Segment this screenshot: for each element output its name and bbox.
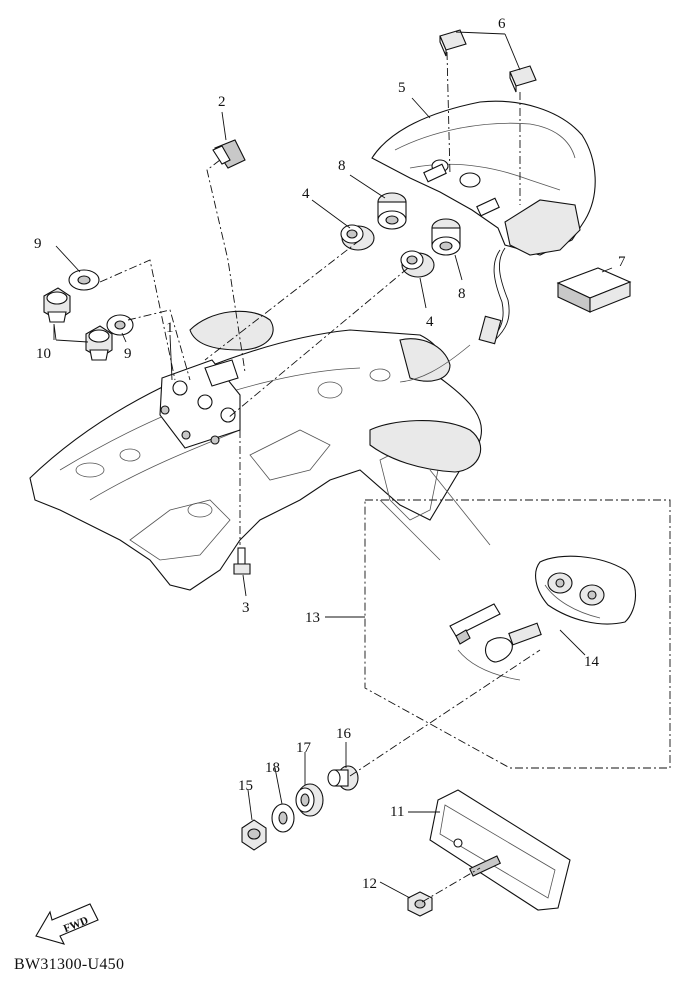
callout-14: 14: [584, 654, 600, 670]
callout-8-upper: 8: [338, 158, 346, 174]
collar-lower: [431, 218, 461, 256]
callout-6: 6: [498, 16, 506, 32]
nut-part-12: [407, 891, 433, 917]
callout-5: 5: [398, 80, 406, 96]
clip-part: [212, 139, 246, 169]
bolt-part: [233, 547, 251, 575]
callout-numbers: 1 2 3 4 4 5 6 7 8 8 9 9 10 11 12 13 14 1…: [34, 16, 626, 892]
callout-4-lower: 4: [426, 314, 434, 330]
grommet-lower: [400, 250, 435, 278]
callout-8-lower: 8: [458, 286, 466, 302]
callout-12: 12: [362, 876, 377, 892]
tail-light-housing: [371, 100, 596, 256]
callout-9-upper: 9: [34, 236, 42, 252]
callout-7: 7: [618, 254, 626, 270]
washer-18: [271, 803, 295, 833]
callout-10: 10: [36, 346, 51, 362]
fwd-arrow: FWD: [35, 903, 99, 945]
callout-3: 3: [242, 600, 250, 616]
callout-11: 11: [390, 804, 404, 820]
collar-upper: [377, 192, 407, 230]
callout-17: 17: [296, 740, 312, 756]
grommet-upper: [340, 224, 375, 251]
wire-harness: [399, 247, 510, 383]
fastener-stack: [241, 765, 359, 851]
lens-cover-part: [429, 789, 571, 911]
license-lamp-part: [535, 555, 637, 625]
collar-16: [327, 765, 359, 791]
grommet-17: [295, 783, 324, 817]
nut-15: [241, 819, 267, 851]
callout-4-upper: 4: [302, 186, 310, 202]
assembly-lines: [99, 51, 671, 903]
bulb-sockets: [449, 603, 542, 681]
leader-lines: [53, 31, 613, 899]
callout-15: 15: [238, 778, 253, 794]
pad-part: [556, 267, 632, 313]
bracket-part: [159, 359, 241, 449]
rear-fender: [29, 310, 491, 591]
callout-16: 16: [336, 726, 352, 742]
nut-parts-10: [43, 287, 113, 361]
grommet-parts: [340, 224, 435, 278]
clip-parts-6: [439, 29, 537, 93]
callout-9-lower: 9: [124, 346, 132, 362]
callout-13: 13: [305, 610, 320, 626]
callout-1: 1: [166, 320, 174, 336]
callout-18: 18: [265, 760, 280, 776]
reference-code: BW31300-U450: [14, 956, 125, 973]
collar-parts: [377, 192, 461, 256]
washer-parts-9: [68, 269, 134, 336]
callout-2: 2: [218, 94, 226, 110]
